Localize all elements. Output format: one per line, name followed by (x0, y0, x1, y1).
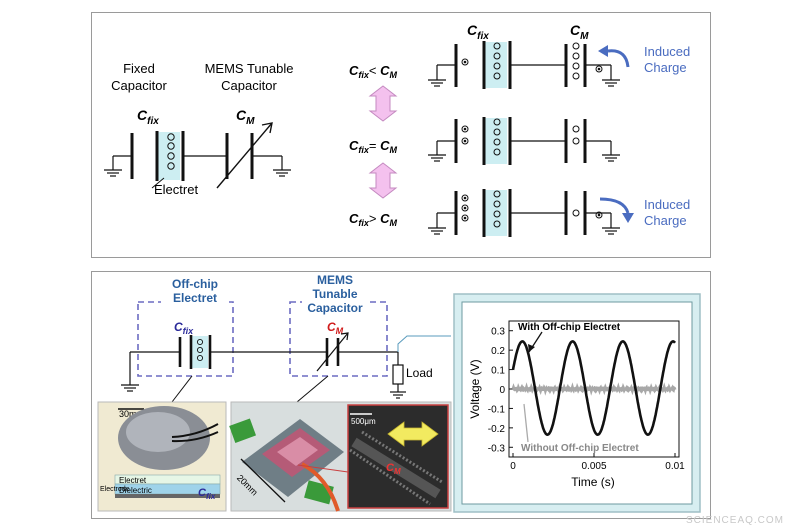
mems-capacitor-label-2: Capacitor (221, 78, 277, 93)
arrow-head-icon-2 (622, 213, 634, 223)
condition-less-than: Cfix< CM (349, 63, 398, 80)
top-diagram: Fixed Capacitor MEMS Tunable Capacitor C… (104, 22, 690, 237)
load-label: Load (406, 366, 433, 380)
condition-greater-than: Cfix> CM (349, 211, 398, 228)
basic-circuit (104, 122, 291, 189)
induced-charge-arrow-icon-2 (599, 197, 630, 214)
x-axis-label: Time (s) (571, 475, 615, 489)
yellow-double-arrow-icon (387, 421, 439, 447)
y-tick-label-0: 0.3 (491, 327, 505, 338)
x-tick-label-2: 0.01 (665, 461, 685, 472)
y-tick-label-5: -0.2 (488, 424, 506, 435)
mems-capacitor-label: MEMS Tunable (205, 61, 294, 76)
induced-charge-label: Induced (644, 44, 690, 59)
y-tick-label-3: 0 (499, 385, 505, 396)
mems-label: MEMS (317, 273, 353, 287)
double-arrow-icon-2 (368, 162, 398, 199)
cfix-label: Cfix (174, 320, 194, 336)
top-panel: Fixed Capacitor MEMS Tunable Capacitor C… (91, 12, 711, 258)
series-without-offchip-electret (511, 382, 677, 396)
voltage-chart: 0.3 0.2 0.1 0 -0.1 -0.2 -0.3 0 0.005 0.01 With O… (468, 320, 685, 489)
cm-header: CM (570, 22, 589, 42)
mems-photo: 20mm 500μm CM (229, 401, 452, 512)
cfix-header: Cfix (467, 22, 489, 42)
watermark: SCIENCEAQ.COM (685, 515, 784, 526)
induced-charge-arrow-icon (607, 49, 630, 68)
legend-without: Without Off-chip Electret (521, 443, 639, 454)
legend-with: With Off-chip Electret (518, 322, 621, 333)
offchip-electret-box (137, 301, 234, 377)
mems-capacitor-box (289, 301, 388, 377)
layer-electrode: Electrode (100, 486, 130, 493)
x-tick-label-0: 0 (510, 461, 516, 472)
cm-label: CM (327, 320, 344, 336)
layer-electret: Electret (119, 476, 147, 485)
y-tick-label-2: 0.1 (491, 366, 505, 377)
induced-charge-label-2: Charge (644, 60, 687, 75)
double-arrow-icon (368, 85, 398, 122)
y-tick-label-6: -0.3 (488, 443, 506, 454)
mems-label-2: Tunable (312, 287, 357, 301)
config-cfix-greater-than-cm (428, 189, 620, 237)
bottom-panel: Off-chip Electret MEMS Tunable Capacitor… (91, 271, 711, 519)
cfix-symbol: Cfix (137, 107, 159, 127)
bottom-circuit (121, 332, 451, 403)
electret-photo: 30mm Electret Dielectric Electrode Cfix (97, 401, 227, 512)
cm-symbol: CM (236, 107, 255, 127)
induced-charge-label-b: Induced (644, 197, 690, 212)
arrow-head-icon (598, 45, 608, 57)
series-with-offchip-electret (511, 340, 676, 437)
y-tick-label-4: -0.1 (488, 404, 506, 415)
x-tick-label-1: 0.005 (581, 461, 606, 472)
config-cfix-less-than-cm (428, 41, 620, 89)
fixed-capacitor-label: Fixed (123, 61, 155, 76)
scale-500um: 500μm (351, 417, 376, 426)
y-axis-label: Voltage (V) (468, 359, 482, 418)
config-cfix-equal-cm (428, 117, 620, 165)
photo-cm-label: CM (386, 462, 401, 476)
offchip-label: Off-chip (172, 277, 218, 291)
y-tick-label-1: 0.2 (491, 346, 505, 357)
mems-label-3: Capacitor (307, 301, 363, 315)
induced-charge-label-b2: Charge (644, 213, 687, 228)
layer-dielectric: Dielectric (119, 486, 152, 495)
x-axis: 0 0.005 0.01 (510, 453, 685, 472)
condition-equal: Cfix= CM (349, 138, 398, 155)
electret-label: Electret (154, 182, 198, 197)
photo-cfix-label: Cfix (198, 487, 216, 501)
fixed-capacitor-label-2: Capacitor (111, 78, 167, 93)
offchip-label-2: Electret (173, 291, 217, 305)
scale-30mm: 30mm (119, 409, 144, 419)
bottom-diagram: Off-chip Electret MEMS Tunable Capacitor… (97, 273, 701, 513)
y-axis: 0.3 0.2 0.1 0 -0.1 -0.2 -0.3 (488, 327, 513, 454)
